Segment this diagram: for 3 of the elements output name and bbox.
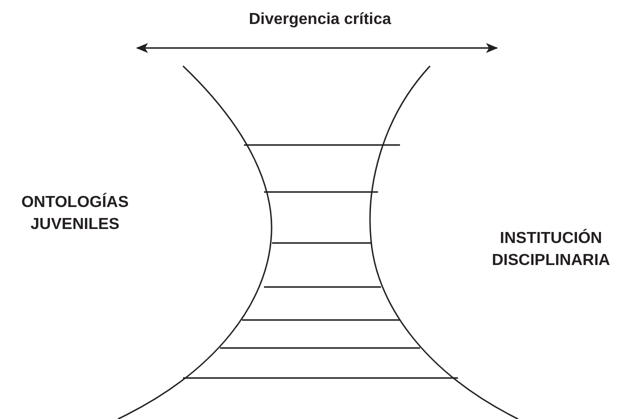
label-text: Divergencia crítica	[248, 10, 392, 30]
label-text: INSTITUCIÓN DISCIPLINARIA	[490, 228, 612, 271]
label-text: ONTOLOGÍAS JUVENILES	[20, 192, 130, 235]
